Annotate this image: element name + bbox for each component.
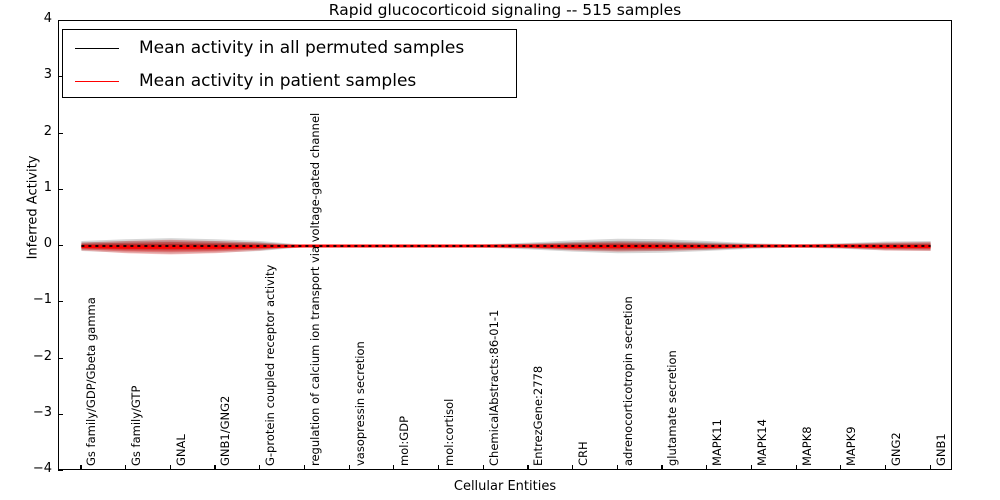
x-tick-label: MAPK8	[799, 426, 814, 466]
x-tick-label: mol:GDP	[397, 415, 412, 466]
y-tick-label: 4	[43, 11, 52, 26]
x-tick-label: GNB1	[933, 433, 948, 466]
y-tick-label: 0	[43, 236, 52, 251]
x-tick-label: vasopressin secretion	[352, 341, 367, 466]
y-tick-mark	[58, 301, 63, 303]
x-tick-label: mol:cortisol	[441, 398, 456, 466]
x-tick-mark	[750, 465, 753, 470]
legend-label-patient: Mean activity in patient samples	[139, 71, 417, 91]
x-tick-label: ChemicalAbstracts:86-01-1	[486, 309, 501, 466]
x-tick-mark	[527, 465, 529, 470]
y-tick-mark	[58, 413, 63, 415]
x-tick-mark	[616, 465, 618, 470]
y-tick-mark	[58, 76, 63, 78]
legend-line-swatch-black	[75, 47, 119, 49]
x-tick-mark	[572, 465, 574, 470]
x-tick-mark	[437, 465, 440, 470]
x-tick-label: glutamate secretion	[665, 350, 680, 466]
x-tick-label: MAPK9	[844, 426, 859, 466]
x-tick-label: GNG2	[888, 432, 903, 466]
legend-entry-patient: Mean activity in patient samples	[63, 64, 416, 98]
x-tick-mark	[348, 465, 350, 470]
x-tick-mark	[795, 465, 797, 470]
x-tick-label: G-protein coupled receptor activity	[263, 264, 278, 466]
x-tick-mark	[303, 465, 306, 470]
y-tick-label: 3	[43, 67, 52, 83]
y-tick-label: −3	[32, 404, 52, 420]
legend-line-swatch-red	[75, 80, 119, 82]
y-tick-mark	[58, 357, 63, 359]
x-tick-label: Gs family/GDP/Gbeta gamma	[84, 297, 99, 466]
chart-title: Rapid glucocorticoid signaling -- 515 sa…	[328, 1, 682, 19]
x-tick-mark	[214, 465, 216, 470]
x-tick-mark	[929, 465, 931, 470]
x-tick-label: regulation of calcium ion transport via …	[307, 112, 322, 466]
x-tick-label: Gs family/GTP	[129, 385, 144, 466]
x-tick-label: EntrezGene:2778	[531, 365, 546, 466]
x-tick-label: GNAL	[173, 434, 188, 466]
x-tick-mark	[661, 465, 663, 470]
x-tick-label: CRH	[576, 441, 591, 466]
y-tick-label: 2	[43, 123, 52, 139]
x-tick-mark	[125, 465, 127, 470]
y-tick-label: −4	[32, 461, 52, 476]
x-tick-mark	[80, 465, 82, 470]
x-tick-label: GNB1/GNG2	[218, 395, 233, 466]
x-tick-label: adrenocorticotropin secretion	[620, 296, 635, 466]
y-axis-label: Inferred Activity	[25, 155, 41, 260]
y-tick-mark	[58, 470, 63, 472]
x-tick-mark	[482, 465, 484, 470]
x-tick-mark	[706, 465, 708, 470]
x-tick-label: MAPK14	[754, 419, 769, 466]
x-tick-label: MAPK11	[710, 419, 725, 466]
x-tick-mark	[259, 465, 261, 470]
y-tick-label: −1	[32, 292, 52, 308]
chart-legend: Mean activity in all permuted samples Me…	[62, 29, 517, 98]
x-tick-mark	[840, 465, 842, 470]
y-tick-label: −2	[32, 348, 52, 364]
y-tick-mark	[58, 188, 63, 190]
y-tick-mark	[58, 132, 63, 134]
y-tick-mark	[58, 245, 63, 247]
legend-entry-permuted: Mean activity in all permuted samples	[63, 31, 464, 65]
x-tick-mark	[884, 465, 887, 470]
y-tick-label: 1	[43, 179, 52, 195]
x-axis-label: Cellular Entities	[453, 479, 557, 494]
x-tick-mark	[393, 465, 395, 470]
x-tick-mark	[169, 465, 171, 470]
legend-label-permuted: Mean activity in all permuted samples	[139, 38, 465, 58]
